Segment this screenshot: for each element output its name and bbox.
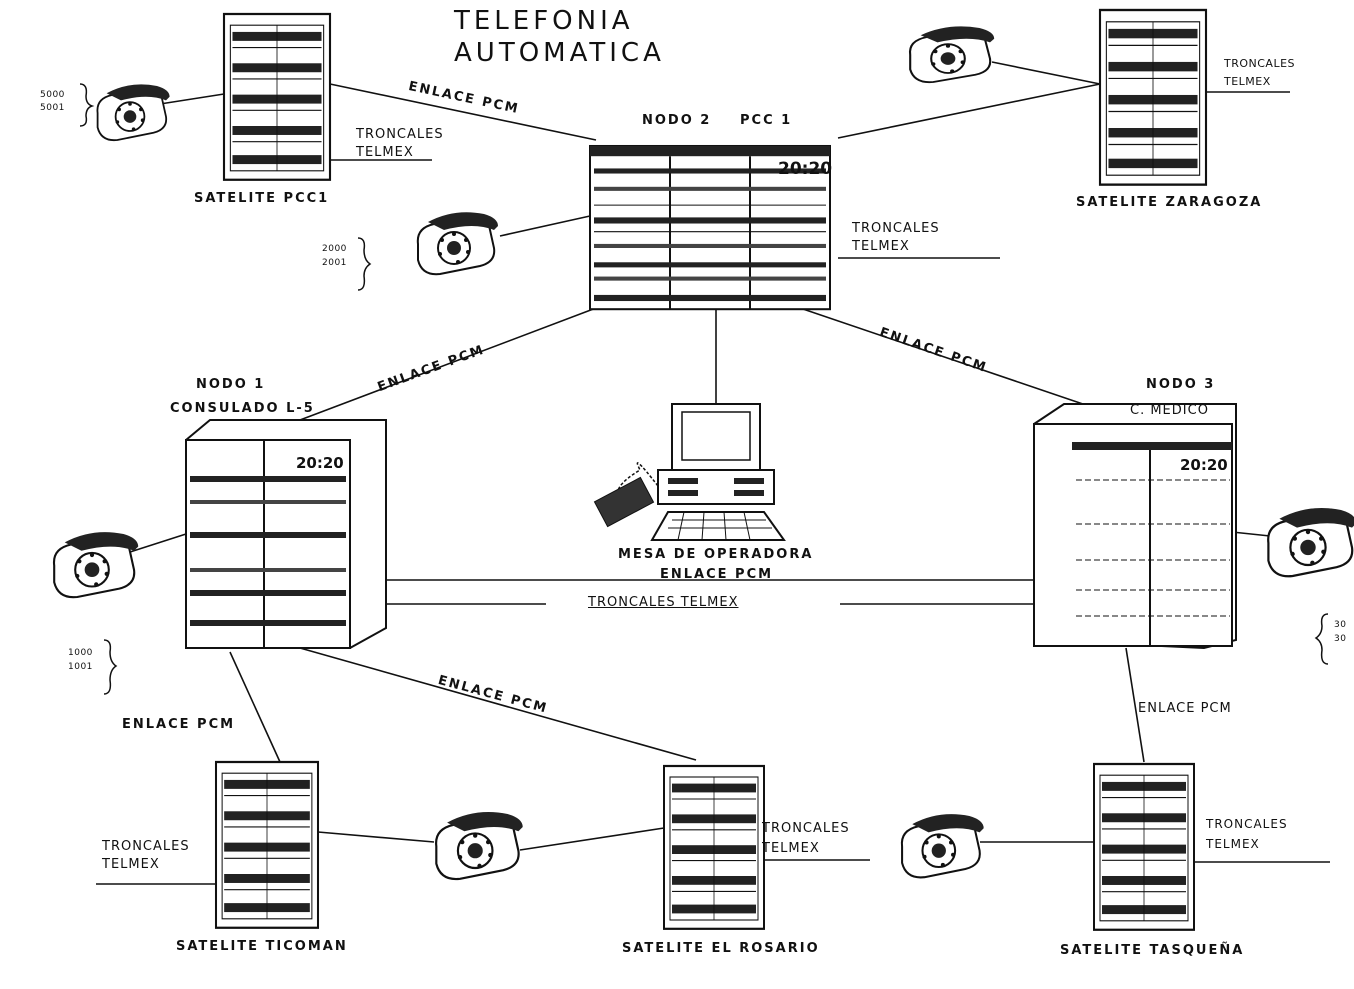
satellite-zaragoza-cabinet [1100, 10, 1206, 185]
operator-console-label: MESA DE OPERADORA [618, 548, 813, 561]
trunks-rosario-line2: TELMEX [762, 842, 820, 855]
satellite-ticoman-cabinet [216, 762, 318, 928]
nodo2-name: NODO 2 [642, 114, 711, 127]
trunks-nodo2-line1: TRONCALES [852, 222, 940, 235]
ext-nodo2-a: 2000 [322, 244, 347, 255]
nodo2-location: PCC 1 [740, 114, 792, 127]
trunks-rosario-line1: TRONCALES [762, 822, 850, 835]
phone-ticoman-icon [436, 812, 523, 879]
line-rosario-phone [520, 828, 664, 850]
trunks-nodo2-line2: TELMEX [852, 240, 910, 253]
phone-zaragoza-icon [910, 26, 994, 82]
line-ticoman-phone [318, 832, 434, 842]
satellite-zaragoza-label: SATELITE ZARAGOZA [1076, 196, 1262, 209]
nodo1-clock: 20:20 [296, 454, 344, 472]
trunks-tasquena-line2: TELMEX [1206, 838, 1260, 850]
ext-nodo1-b: 1001 [68, 662, 93, 673]
diagram-title-line1: TELEFONIA [454, 8, 634, 34]
line-zaragoza-phone [992, 62, 1100, 84]
ext-pcc1-a: 5000 [40, 90, 65, 101]
line-nodo3-phone [1232, 532, 1270, 536]
phone-pcc1-icon [97, 84, 169, 140]
nodo3-switch-cabinet [1034, 404, 1236, 648]
nodo1-location: CONSULADO L-5 [170, 402, 315, 415]
nodo3-clock: 20:20 [1180, 456, 1228, 474]
trunks-ticoman-line2: TELMEX [102, 858, 160, 871]
pcm-link-label-center: ENLACE PCM [660, 568, 773, 581]
satellite-rosario-label: SATELITE EL ROSARIO [622, 942, 820, 955]
line-nodo1-phone [130, 534, 186, 552]
trunks-tasquena-line1: TRONCALES [1206, 818, 1288, 830]
phone-tasquena-icon [902, 814, 984, 877]
phone-nodo2-icon [418, 212, 498, 274]
pcm-link-label-ticoman: ENLACE PCM [122, 718, 235, 731]
trunks-pcc1-line2: TELMEX [356, 146, 414, 159]
line-nodo2-phone [500, 216, 590, 236]
line-nodo1-ticoman [230, 652, 280, 762]
nodo1-name: NODO 1 [196, 378, 265, 391]
line-pcc1-phone [160, 94, 224, 104]
nodo3-name: NODO 3 [1146, 378, 1215, 391]
satellite-rosario-cabinet [664, 766, 764, 929]
trunks-zaragoza-line2: TELMEX [1224, 76, 1271, 87]
ext-nodo3-a: 30 [1334, 620, 1346, 631]
line-nodo2-zaragoza [838, 84, 1100, 138]
ext-nodo3-b: 30 [1334, 634, 1346, 645]
ext-pcc1-b: 5001 [40, 103, 65, 114]
diagram-title-line2: AUTOMATICA [454, 40, 665, 66]
nodo2-clock: 20:20 [778, 159, 832, 179]
pcm-link-label-tasquena: ENLACE PCM [1138, 702, 1232, 715]
nodo1-switch-cabinet [186, 420, 386, 648]
operator-console [594, 404, 784, 540]
satellite-pcc1-label: SATELITE PCC1 [194, 192, 329, 205]
phone-nodo1-icon [54, 532, 138, 597]
satellite-tasquena-cabinet [1094, 764, 1194, 930]
satellite-pcc1-cabinet [224, 14, 330, 180]
nodo3-location: C. MEDICO [1130, 404, 1209, 417]
trunks-zaragoza-line1: TRONCALES [1224, 58, 1295, 69]
satellite-tasquena-label: SATELITE TASQUEÑA [1060, 944, 1244, 957]
trunks-pcc1-line1: TRONCALES [356, 128, 444, 141]
phone-nodo3-icon [1268, 508, 1354, 576]
satellite-ticoman-label: SATELITE TICOMAN [176, 940, 348, 953]
trunks-center-label: TRONCALES TELMEX [588, 596, 738, 609]
ext-nodo1-a: 1000 [68, 648, 93, 659]
ext-nodo2-b: 2001 [322, 258, 347, 269]
trunks-ticoman-line1: TRONCALES [102, 840, 190, 853]
